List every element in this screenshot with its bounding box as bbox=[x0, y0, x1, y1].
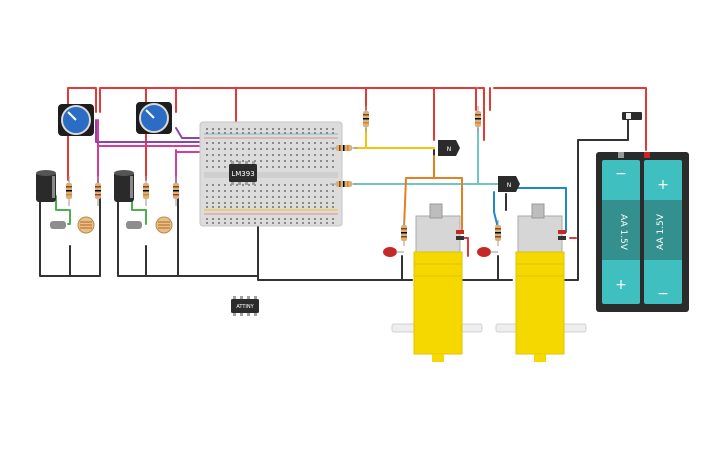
potentiometer-2[interactable] bbox=[136, 102, 172, 134]
wire-orange[interactable] bbox=[403, 155, 463, 233]
cell-b-label: AA 1.5V bbox=[656, 213, 666, 250]
battery-pack[interactable]: − AA 1.5V + + AA 1.5V − bbox=[596, 152, 689, 312]
resistor-2[interactable] bbox=[95, 176, 101, 206]
wire-black-bottom[interactable] bbox=[39, 115, 629, 281]
wire-red-top[interactable] bbox=[67, 87, 647, 181]
cell-b-plus: + bbox=[657, 177, 669, 193]
cell-a-label: AA 1.5V bbox=[618, 214, 628, 251]
cell-a-plus: + bbox=[615, 277, 627, 293]
attiny-label: ATTINY bbox=[236, 304, 254, 310]
resistor-8[interactable] bbox=[495, 220, 501, 246]
led-1[interactable] bbox=[383, 247, 404, 257]
cell-b-minus: − bbox=[657, 286, 669, 302]
comparator-chip[interactable]: LM393 bbox=[229, 161, 257, 185]
resistor-1[interactable] bbox=[66, 176, 72, 206]
transistor-1[interactable]: N bbox=[438, 140, 460, 156]
breadboard-holes bbox=[206, 128, 334, 224]
gear-motor-1[interactable] bbox=[391, 203, 483, 362]
resistor-6[interactable] bbox=[475, 106, 481, 132]
comparator-label: LM393 bbox=[231, 170, 254, 178]
led-2[interactable] bbox=[477, 247, 498, 257]
resistor-7[interactable] bbox=[401, 220, 407, 246]
capacitor-2[interactable] bbox=[114, 170, 134, 202]
resistor-5[interactable] bbox=[363, 106, 369, 132]
potentiometer-1[interactable] bbox=[58, 104, 94, 136]
capacitor-1[interactable] bbox=[36, 170, 56, 202]
wire-green-1[interactable] bbox=[55, 195, 71, 225]
cell-a-minus: − bbox=[615, 166, 627, 182]
transistor-2[interactable]: N bbox=[498, 176, 520, 192]
battery-cell-b: + AA 1.5V − bbox=[644, 160, 682, 304]
slide-switch[interactable] bbox=[622, 112, 642, 120]
breadboard[interactable] bbox=[199, 121, 343, 227]
resistor-4[interactable] bbox=[173, 176, 179, 206]
transistor-1-label: N bbox=[447, 146, 452, 153]
resistor-10[interactable] bbox=[330, 181, 358, 187]
resistor-9[interactable] bbox=[330, 145, 358, 151]
wire-green-2[interactable] bbox=[131, 195, 147, 225]
gear-motor-2[interactable] bbox=[495, 203, 587, 362]
resistor-3[interactable] bbox=[143, 176, 149, 206]
battery-cell-a: − AA 1.5V + bbox=[602, 160, 640, 304]
transistor-2-label: N bbox=[507, 182, 512, 189]
attiny-chip[interactable]: ATTINY bbox=[231, 296, 259, 316]
photoresistor-1[interactable] bbox=[50, 216, 95, 234]
photoresistor-2[interactable] bbox=[126, 216, 173, 234]
